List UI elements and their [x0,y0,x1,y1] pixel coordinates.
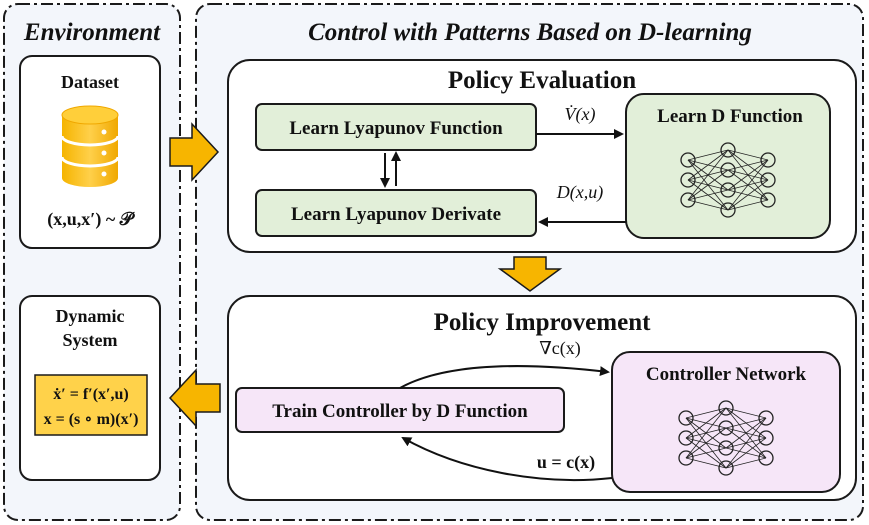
learn-lyapunov-function-box [255,103,537,151]
database-icon [60,105,120,187]
nn-node [758,450,774,466]
nn-node [680,152,696,168]
equation-dynamics: ẋ′ = f′(x′,u) [53,386,129,403]
nn-node [680,192,696,208]
nn-node [720,142,736,158]
arrow-gradient [399,365,610,389]
nn-edge [725,417,767,469]
nn-node [720,202,736,218]
controller-neural-network-icon [678,400,774,476]
learn-d-function-label: Learn D Function [657,106,803,127]
equation-observation: x = (s ∘ m)(x′) [44,411,139,428]
learn-lyapunov-derivative-box [255,189,537,237]
nn-edge [687,169,729,201]
equations-box [34,374,148,436]
learn-lyapunov-function-label: Learn Lyapunov Function [289,118,503,139]
arrow-to-control [169,122,220,182]
nn-node [758,410,774,426]
environment-title: Environment [23,19,161,46]
nn-node [718,400,734,416]
dynamic-system-label-line1: Dynamic [56,306,125,326]
controller-network-box [611,351,841,493]
dynamic-system-label-line2: System [63,330,118,350]
u-label: u = c(x) [537,452,595,473]
nn-node [680,172,696,188]
arrow-controller-output [401,437,613,481]
nn-edge [725,417,767,449]
nn-edge [685,407,727,439]
nn-node [678,430,694,446]
nn-node [718,460,734,476]
nn-node [760,152,776,168]
nn-node [678,410,694,426]
train-controller-label: Train Controller by D Function [272,401,528,422]
arrow-evaluation-to-improvement [497,256,563,292]
learn-lyapunov-derivative-label: Learn Lyapunov Derivate [291,204,501,225]
nn-edge [687,149,729,201]
arrow-to-environment [168,368,221,428]
policy-improvement-title: Policy Improvement [434,309,652,336]
nn-edge [727,179,769,211]
nn-node [720,182,736,198]
control-title: Control with Patterns Based on D-learnin… [308,19,752,46]
policy-evaluation-title: Policy Evaluation [448,67,636,94]
vdot-label: V̇(x) [565,103,596,125]
dataset-formula: (x,u,x′) ~ 𝒫 [47,209,135,230]
nn-edge [725,437,767,469]
neural-network-icon [680,142,776,218]
learn-d-function-box [625,93,831,239]
nn-node [760,192,776,208]
nn-node [678,450,694,466]
nn-node [718,440,734,456]
controller-network-label: Controller Network [646,364,807,385]
gradient-label: ∇c(x) [539,338,581,359]
nn-node [758,430,774,446]
d-label: D(x,u) [556,182,603,203]
nn-node [718,420,734,436]
nn-edge [727,159,769,211]
nn-edge [687,149,729,181]
nn-edge [685,427,727,459]
nn-node [760,172,776,188]
nn-edge [727,159,769,191]
dataset-label: Dataset [61,72,119,92]
nn-node [720,162,736,178]
nn-edge [685,407,727,459]
